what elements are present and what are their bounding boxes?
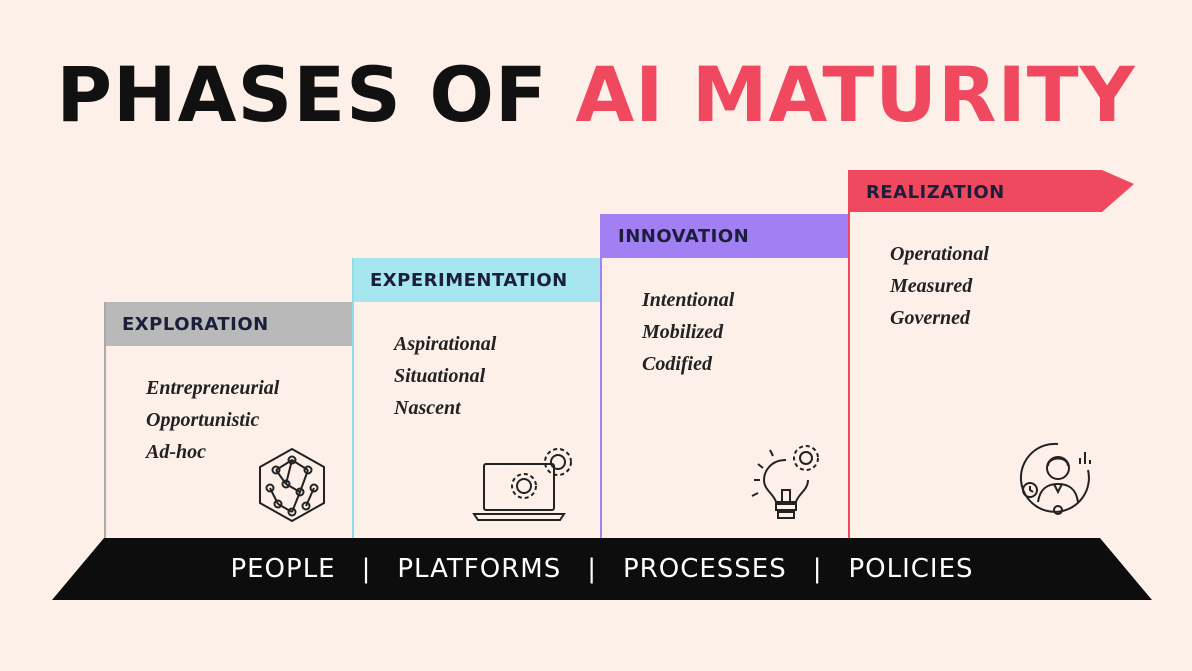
trait-item: Mobilized (642, 321, 724, 343)
phase-name: EXPLORATION (122, 313, 269, 335)
person-analytics-icon (1019, 442, 1091, 515)
trait-item: Governed (890, 307, 970, 329)
trait-list: Intentional Mobilized Codified (642, 284, 734, 380)
phase-realization: REALIZATION Operational Measured Governe… (848, 170, 1134, 538)
lightbulb-gear-icon (751, 445, 819, 519)
separator: | (812, 554, 823, 584)
trait-list: Operational Measured Governed (890, 238, 989, 334)
trait-item: Opportunistic (146, 409, 260, 431)
title-part-2: AI MATURITY (575, 50, 1136, 139)
phase-name: EXPERIMENTATION (370, 269, 568, 291)
pillar-labels: PEOPLE | PLATFORMS | PROCESSES | POLICIE… (52, 538, 1152, 600)
page-title: PHASES OF AI MATURITY (0, 50, 1192, 139)
trait-item: Situational (394, 365, 486, 387)
network-hexagon-icon (259, 447, 325, 523)
phase-innovation: INNOVATION Intentional Mobilized Codifie… (600, 214, 850, 538)
separator: | (361, 554, 372, 584)
phase-header-exploration: EXPLORATION (106, 302, 354, 346)
trait-item: Operational (890, 243, 989, 265)
phase-header-experimentation: EXPERIMENTATION (354, 258, 602, 302)
separator: | (587, 554, 597, 584)
trait-item: Measured (890, 275, 973, 297)
phase-header-arrow (850, 170, 1134, 212)
phase-experimentation: EXPERIMENTATION Aspirational Situational… (352, 258, 602, 538)
trait-item: Aspirational (394, 333, 497, 355)
foundation-bar-shape (52, 538, 1152, 600)
title-part-1: PHASES OF (56, 50, 548, 139)
trait-item: Codified (642, 353, 712, 375)
trait-list: Aspirational Situational Nascent (394, 328, 496, 424)
phase-header-innovation: INNOVATION (602, 214, 850, 258)
trait-list: Entrepreneurial Opportunistic Ad-hoc (146, 372, 279, 468)
trait-item: Ad-hoc (146, 441, 206, 463)
foundation-bar: PEOPLE | PLATFORMS | PROCESSES | POLICIE… (52, 538, 1152, 600)
trait-item: Entrepreneurial (146, 377, 280, 399)
trait-item: Nascent (394, 397, 461, 419)
pillar-policies: POLICIES (848, 554, 974, 584)
phase-name: INNOVATION (618, 225, 750, 247)
phase-name: REALIZATION (866, 181, 1005, 203)
trait-item: Intentional (642, 289, 735, 311)
laptop-gears-icon (472, 448, 572, 521)
pillar-processes: PROCESSES (622, 554, 787, 584)
phase-exploration: EXPLORATION Entrepreneurial Opportunisti… (104, 302, 354, 538)
pillar-people: PEOPLE (230, 554, 336, 584)
phase-header-realization: REALIZATION (850, 170, 1098, 214)
pillar-platforms: PLATFORMS (397, 554, 562, 584)
